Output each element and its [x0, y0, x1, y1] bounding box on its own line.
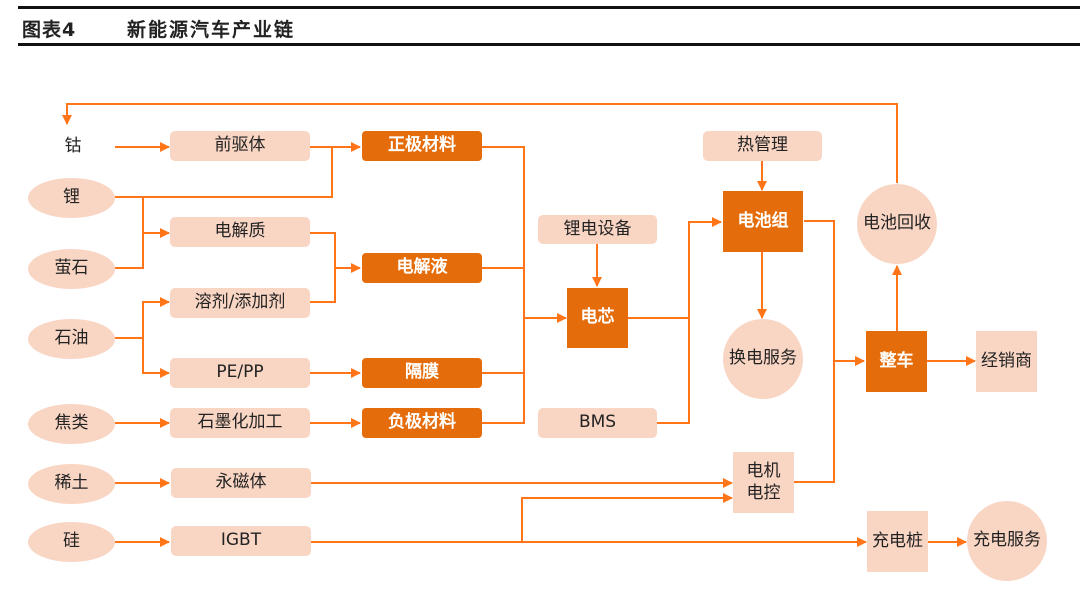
- node-rare-earth: 稀土: [28, 464, 115, 504]
- edge-cell-pack: [628, 222, 721, 424]
- node-electrolyte-solute: 电解质: [170, 217, 310, 247]
- node-motor-control: 电机 电控: [733, 452, 794, 513]
- node-charging-service: 充电服务: [967, 501, 1047, 581]
- node-fluorite: 萤石: [28, 249, 115, 289]
- node-cobalt: 钴: [64, 136, 82, 157]
- node-battery-pack: 电池组: [723, 191, 803, 252]
- node-petroleum: 石油: [28, 319, 115, 359]
- node-precursor: 前驱体: [170, 131, 310, 161]
- node-permanent-magnet: 永磁体: [171, 468, 311, 498]
- motor-control-line1: 电机: [746, 461, 781, 482]
- node-battery-recycling: 电池回收: [857, 184, 937, 264]
- figure-label: 图表4: [22, 19, 77, 41]
- node-battery-swap: 换电服务: [723, 319, 803, 399]
- node-solvent-additive: 溶剂/添加剂: [170, 288, 310, 318]
- figure-title: 新能源汽车产业链: [127, 19, 296, 41]
- edge-recycling-cobalt: [62, 103, 898, 183]
- node-dealer: 经销商: [976, 331, 1037, 392]
- node-igbt: IGBT: [171, 526, 311, 556]
- node-pe-pp: PE/PP: [170, 358, 310, 388]
- edge-petroleum-solvent: [142, 297, 170, 338]
- node-vehicle: 整车: [866, 331, 927, 392]
- node-cell: 电芯: [567, 288, 628, 348]
- edge-petroleum-pepp: [142, 338, 170, 378]
- node-silicon: 硅: [28, 522, 115, 562]
- edge-materials-bus: [482, 146, 525, 424]
- node-thermal-mgmt: 热管理: [703, 131, 822, 161]
- node-cathode: 正极材料: [362, 131, 482, 161]
- edge-lithium-cathode: [115, 147, 333, 198]
- node-bms: BMS: [538, 408, 657, 438]
- edge-pack-vehicle: [794, 220, 864, 483]
- top-rule: [18, 6, 1080, 9]
- node-electrolyte: 电解液: [362, 253, 482, 283]
- node-anode: 负极材料: [362, 408, 482, 438]
- bottom-rule: [18, 43, 1080, 46]
- node-lithium: 锂: [28, 178, 115, 218]
- node-li-equipment: 锂电设备: [538, 215, 657, 244]
- edge-lithium-solute: [115, 197, 144, 269]
- node-graphitization: 石墨化加工: [170, 408, 310, 438]
- motor-control-line2: 电控: [746, 482, 781, 503]
- node-separator: 隔膜: [362, 358, 482, 388]
- node-coke: 焦类: [28, 404, 115, 444]
- edge-igbt-motorctl: [521, 493, 733, 542]
- edge-solute-electrolyte: [310, 232, 336, 303]
- node-charging-pile: 充电桩: [867, 511, 928, 572]
